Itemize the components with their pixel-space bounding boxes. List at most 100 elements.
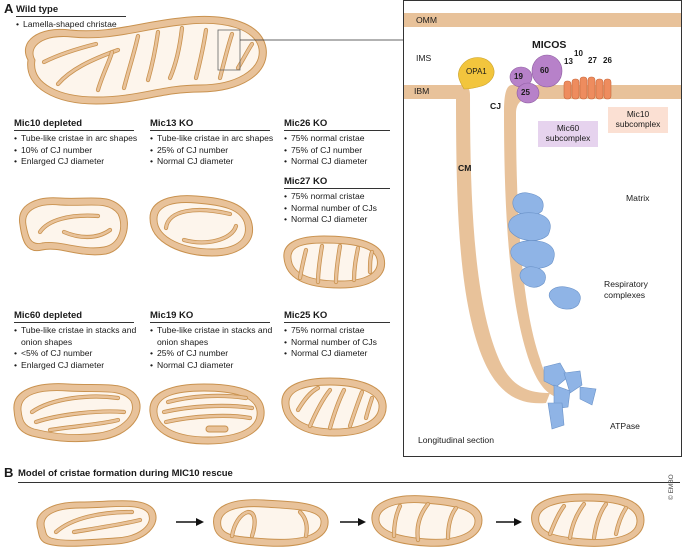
mic19-mitochondrion [149, 383, 265, 445]
mic26-number: 26 [603, 56, 612, 65]
group-mic13: Mic13 KO Tube-like cristae in arc shapes… [150, 118, 274, 168]
rescue-stage-2 [213, 499, 329, 547]
group-bullet: Normal CJ diameter [284, 156, 394, 168]
respiratory-label: Respiratory complexes [604, 279, 648, 301]
group-bullet: Normal number of CJs [284, 337, 394, 349]
group-title: Mic19 KO [150, 310, 194, 321]
mic10-subcomplex-proteins [563, 76, 612, 100]
copyright-label: © EMBO [668, 474, 675, 500]
longitudinal-section-label: Longitudinal section [418, 435, 494, 445]
group-bullet: Normal number of CJs [284, 203, 394, 215]
mic60-subcomplex-box: Mic60 subcomplex [538, 121, 598, 147]
group-bullet: <5% of CJ number [14, 348, 142, 360]
group-bullet: Enlarged CJ diameter [14, 360, 142, 372]
group-bullet: Normal CJ diameter [284, 348, 394, 360]
group-title: Mic10 depleted [14, 118, 83, 129]
group-mic60: Mic60 depleted Tube-like cristae in stac… [14, 310, 142, 371]
group-bullets: 75% normal cristae Normal number of CJs … [284, 325, 394, 360]
mic10-subcomplex-line1: Mic10 [626, 109, 650, 119]
mic13-mitochondrion [149, 195, 254, 257]
group-bullet: 75% normal cristae [284, 191, 394, 203]
panel-b-title: Model of cristae formation during MIC10 … [18, 468, 233, 479]
group-title: Mic60 depleted [14, 310, 83, 321]
group-title: Mic25 KO [284, 310, 328, 321]
mic19-number: 19 [514, 72, 523, 81]
group-bullets: Tube-like cristae in stacks and onion sh… [150, 325, 274, 371]
micos-label: MICOS [532, 39, 567, 51]
mic13-number: 13 [564, 57, 573, 66]
group-bullet: Tube-like cristae in arc shapes [14, 133, 142, 145]
group-bullet: 25% of CJ number [150, 145, 274, 157]
rescue-stage-1 [36, 500, 157, 547]
micos-detail-drawing [404, 13, 681, 430]
group-mic26: Mic26 KO 75% normal cristae 75% of CJ nu… [284, 118, 394, 168]
mic60-number: 60 [540, 66, 549, 75]
cm-left [456, 95, 550, 404]
mic60-protein [531, 54, 563, 88]
arrow-1 [176, 518, 204, 526]
mic10-number: 10 [574, 49, 583, 58]
mic60-subcomplex-line1: Mic60 [556, 123, 580, 133]
group-bullets: Tube-like cristae in stacks and onion sh… [14, 325, 142, 371]
group-mic19: Mic19 KO Tube-like cristae in stacks and… [150, 310, 274, 371]
group-bullets: 75% normal cristae 75% of CJ number Norm… [284, 133, 394, 168]
group-title: Mic27 KO [284, 176, 328, 187]
group-bullet: Tube-like cristae in stacks and onion sh… [14, 325, 142, 348]
wild-type-mitochondrion [25, 15, 267, 105]
group-mic10: Mic10 depleted Tube-like cristae in arc … [14, 118, 142, 168]
mic27-number: 27 [588, 56, 597, 65]
ims-label: IMS [416, 53, 432, 63]
cj-label: CJ [490, 101, 501, 111]
panel-b-letter: B [4, 465, 14, 480]
ibm-band-left [404, 85, 470, 99]
group-bullet: 75% normal cristae [284, 133, 394, 145]
omm-label: OMM [416, 15, 438, 25]
mic25-mitochondrion [281, 377, 387, 437]
mic60-mitochondrion [13, 383, 141, 443]
micos-detail-panel: OMM IMS IBM CJ CM OPA1 MICOS 19 60 25 13… [403, 0, 682, 457]
group-mic25: Mic25 KO 75% normal cristae Normal numbe… [284, 310, 394, 360]
zoom-box [217, 29, 241, 71]
group-bullet: Enlarged CJ diameter [14, 156, 142, 168]
group-bullets: Tube-like cristae in arc shapes 25% of C… [150, 133, 274, 168]
mic25-protein [516, 82, 540, 104]
atpase-label: ATPase [610, 421, 640, 431]
group-bullet: Tube-like cristae in arc shapes [150, 133, 274, 145]
group-title: Mic13 KO [150, 118, 194, 129]
cm-label: CM [458, 163, 472, 173]
ibm-label: IBM [414, 86, 430, 96]
mic60-subcomplex-line2: subcomplex [545, 133, 591, 143]
mic10-mitochondrion [19, 197, 128, 256]
arrow-2 [340, 518, 366, 526]
panel-a-letter: A [4, 1, 14, 16]
wild-type-bullets: Lamella-shaped christae [16, 19, 136, 31]
group-bullets: Tube-like cristae in arc shapes 10% of C… [14, 133, 142, 168]
respiratory-complexes [508, 192, 597, 430]
wild-type-title: Wild type [16, 4, 59, 15]
arrow-3 [496, 518, 522, 526]
matrix-label: Matrix [626, 193, 650, 203]
wild-type-rule [16, 16, 126, 17]
mic10-subcomplex-box: Mic10 subcomplex [608, 107, 668, 133]
rescue-stage-4 [531, 493, 645, 547]
opa1-protein [458, 57, 495, 90]
group-bullet: Normal CJ diameter [284, 214, 394, 226]
mic25-number: 25 [521, 88, 530, 97]
omm-band [404, 13, 681, 27]
opa1-label: OPA1 [466, 67, 487, 76]
respiratory-line1: Respiratory [604, 279, 648, 289]
group-bullet: 75% normal cristae [284, 325, 394, 337]
group-bullet: 25% of CJ number [150, 348, 274, 360]
group-bullet: Tube-like cristae in stacks and onion sh… [150, 325, 274, 348]
wild-type-bullet-1: Lamella-shaped christae [16, 19, 136, 31]
panel-b-rule [18, 482, 680, 483]
group-title: Mic26 KO [284, 118, 328, 129]
group-bullet: 10% of CJ number [14, 145, 142, 157]
group-bullet: Normal CJ diameter [150, 360, 274, 372]
rescue-stage-3 [371, 495, 483, 547]
respiratory-line2: complexes [604, 290, 646, 300]
mic27-mitochondrion [283, 235, 386, 289]
group-mic27: Mic27 KO 75% normal cristae Normal numbe… [284, 176, 394, 226]
